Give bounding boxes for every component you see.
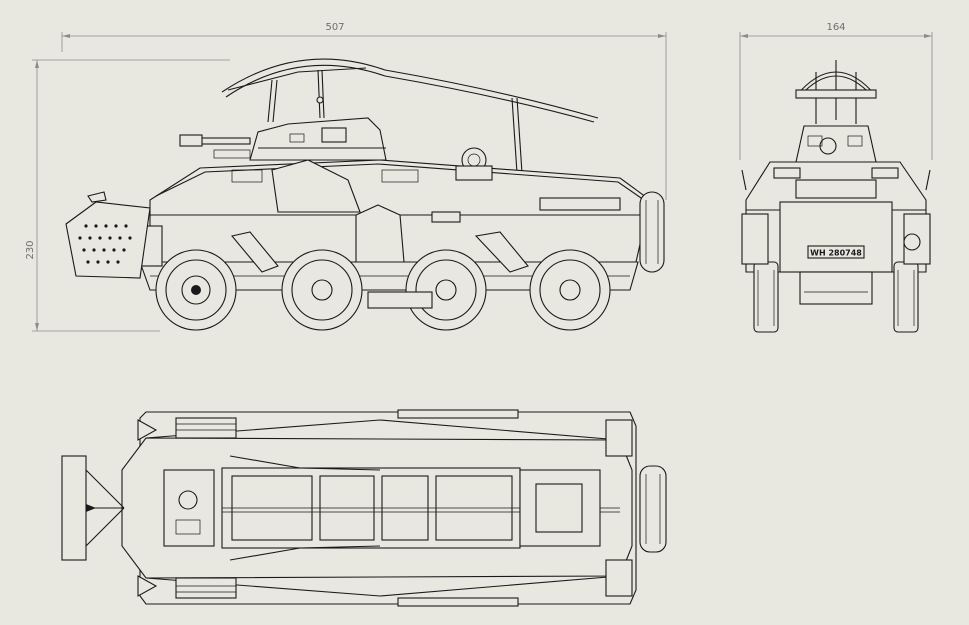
wheel-1: [155, 249, 237, 331]
spare-wheel-side: [639, 191, 665, 273]
front-hull: WH 280748: [741, 161, 931, 305]
top-view: [61, 409, 667, 607]
turret: [179, 117, 387, 161]
wheel-4: [529, 249, 611, 331]
top-rear-box-upper: [605, 419, 633, 457]
dimension-length-label: 507: [325, 22, 344, 33]
dimension-height-label: 230: [25, 240, 36, 259]
dimension-width-front: 164: [739, 22, 933, 160]
wheel-3: [405, 249, 487, 331]
front-mesh-plate: [65, 191, 151, 279]
front-wheel-left: [753, 261, 779, 333]
wheel-2: [281, 249, 363, 331]
top-interior: [163, 455, 620, 561]
dimension-length-side: 507: [61, 22, 667, 200]
top-front-mesh: [61, 455, 125, 561]
dimension-width-label: 164: [826, 22, 845, 33]
front-view: WH 280748: [741, 60, 931, 333]
headlight-icon: [903, 233, 921, 251]
side-step: [367, 291, 433, 309]
license-plate-text: WH 280748: [810, 249, 862, 258]
front-antenna-frame: [795, 60, 877, 124]
dimension-height-side: 230: [25, 59, 230, 332]
front-storage-box-left: [741, 213, 769, 265]
front-wheel-right: [893, 261, 919, 333]
frame-antenna: [221, 58, 599, 189]
top-spare-wheel: [639, 465, 667, 553]
side-view: [65, 58, 665, 331]
license-plate: [807, 245, 865, 259]
front-turret: [795, 125, 877, 163]
top-rear-box-lower: [605, 559, 633, 597]
